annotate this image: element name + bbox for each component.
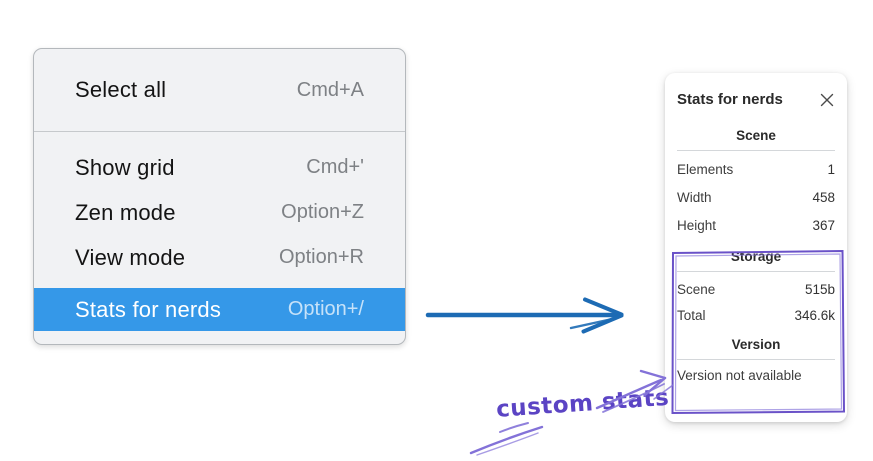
menu-item-shortcut: Option+Z: [281, 201, 364, 223]
stat-label: Width: [677, 189, 712, 205]
stat-value: 458: [812, 189, 835, 205]
menu-item-shortcut: Option+R: [278, 246, 364, 268]
annotation-tail-stroke: [469, 422, 544, 456]
section-divider: [677, 150, 835, 151]
menu-item-show-grid[interactable]: Show grid Cmd+': [34, 145, 405, 190]
flow-arrow-icon: [425, 297, 624, 334]
stat-row-height: Height 367: [677, 211, 835, 239]
stat-label: Total: [677, 307, 706, 323]
stat-label: Elements: [677, 161, 734, 177]
menu-item-label: View mode: [75, 244, 186, 270]
stat-value: 515b: [804, 281, 835, 297]
menu-item-label: Select all: [75, 77, 167, 102]
menu-item-view-mode[interactable]: View mode Option+R: [34, 235, 405, 280]
stat-value: 367: [812, 217, 835, 233]
scene-rows: Elements 1 Width 458 Height 367: [677, 155, 835, 239]
stat-label: Scene: [677, 281, 716, 297]
version-note: Version not available: [677, 367, 802, 383]
storage-rows: Scene 515b Total 346.6k: [677, 276, 835, 328]
menu-separator: [34, 131, 405, 132]
menu-item-shortcut: Option+/: [287, 298, 364, 320]
menu-item-shortcut: Cmd+': [306, 156, 364, 178]
menu-item-label: Stats for nerds: [75, 296, 222, 322]
stat-row-scene-storage: Scene 515b: [677, 276, 835, 302]
section-divider: [677, 359, 835, 360]
menu-item-shortcut: Cmd+A: [296, 78, 364, 101]
menu-item-zen-mode[interactable]: Zen mode Option+Z: [34, 190, 405, 235]
stats-panel: Stats for nerds Scene Elements 1 Width 4…: [665, 73, 847, 422]
section-heading-scene: Scene: [736, 128, 776, 143]
menu-item-select-all[interactable]: Select all Cmd+A: [34, 49, 405, 131]
section-heading-version: Version: [731, 337, 781, 352]
stats-panel-title: Stats for nerds: [677, 91, 783, 108]
menu-item-stats-for-nerds[interactable]: Stats for nerds Option+/: [34, 288, 405, 331]
section-heading-storage: Storage: [730, 249, 782, 264]
menu-item-label: Show grid: [75, 154, 175, 180]
close-icon[interactable]: [819, 92, 835, 108]
stat-label: Height: [677, 217, 717, 233]
menu-item-label: Zen mode: [75, 199, 176, 225]
stat-row-total-storage: Total 346.6k: [677, 302, 835, 328]
stats-panel-header: Stats for nerds: [677, 91, 835, 108]
stat-row-width: Width 458: [677, 183, 835, 211]
stat-row-elements: Elements 1: [677, 155, 835, 183]
context-menu: Select all Cmd+A Show grid Cmd+' Zen mod…: [33, 48, 406, 345]
annotation-custom-stats: custom stats: [495, 384, 671, 423]
stat-value: 346.6k: [794, 307, 835, 323]
section-divider: [677, 271, 835, 272]
menu-group-view: Show grid Cmd+' Zen mode Option+Z View m…: [34, 132, 405, 331]
stat-value: 1: [827, 161, 835, 177]
